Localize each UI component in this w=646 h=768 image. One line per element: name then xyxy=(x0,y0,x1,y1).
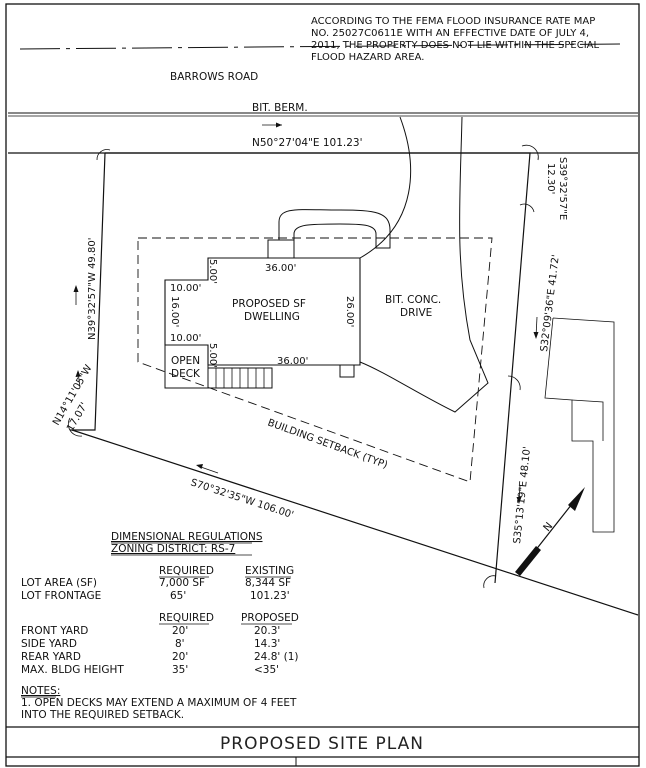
property-line-south xyxy=(71,429,639,616)
corner-arc-se xyxy=(483,575,497,589)
road-centerline xyxy=(19,43,621,50)
driveway xyxy=(278,116,489,413)
dwelling-label-2: DWELLING xyxy=(244,311,300,323)
drive-label-2: DRIVE xyxy=(400,307,432,319)
note-line-2: INTO THE REQUIRED SETBACK. xyxy=(21,709,184,721)
north-arrow-label: N xyxy=(541,520,555,534)
deck-label-2: DECK xyxy=(171,368,201,380)
berm-label: BIT. BERM. xyxy=(252,102,308,114)
row-front-yard-proposed: 20.3' xyxy=(254,625,280,637)
fema-note-line-3: 2011, THE PROPERTY DOES NOT LIE WITHIN T… xyxy=(311,40,599,51)
corner-arc-e2 xyxy=(507,375,521,391)
corner-arc-ne xyxy=(521,144,539,161)
dim-notch-bottom: 5.00' xyxy=(207,343,218,368)
col-proposed: PROPOSED xyxy=(241,612,299,624)
bearing-east-upper: S32°09'36"E 41.72' xyxy=(539,254,562,352)
row-frontage-existing: 101.23' xyxy=(250,590,290,602)
rear-bulkhead xyxy=(339,364,355,378)
row-frontage-label: LOT FRONTAGE xyxy=(21,590,101,602)
dim-bottom: 36.00' xyxy=(277,356,308,367)
row-frontage-required: 65' xyxy=(170,590,186,602)
row-lot-area-required: 7,000 SF xyxy=(159,577,205,589)
dim-top: 36.00' xyxy=(265,263,296,274)
row-height-label: MAX. BLDG HEIGHT xyxy=(21,664,124,676)
row-height-required: 35' xyxy=(172,664,188,676)
bearing-north-line: N50°27'04"E 101.23' xyxy=(252,137,363,149)
dim-notch-left-top: 10.00' xyxy=(170,283,201,294)
regulations-heading: DIMENSIONAL REGULATIONS xyxy=(111,531,263,543)
fema-note-line-2: NO. 25027C0611E WITH AN EFFECTIVE DATE O… xyxy=(311,28,589,39)
row-height-proposed: <35' xyxy=(254,664,279,676)
row-lot-area-existing: 8,344 SF xyxy=(245,577,291,589)
abutting-building-ell xyxy=(571,399,604,441)
dim-notch-left-bottom: 10.00' xyxy=(170,333,201,344)
col-required-2: REQUIRED xyxy=(159,612,214,624)
north-arrow-icon xyxy=(515,487,585,576)
note-line-1: 1. OPEN DECKS MAY EXTEND A MAXIMUM OF 4 … xyxy=(21,697,297,709)
sheet-border xyxy=(5,3,640,767)
east-upper-arrow-head xyxy=(533,332,539,339)
road-name: BARROWS ROAD xyxy=(170,71,258,83)
row-lot-area-label: LOT AREA (SF) xyxy=(21,577,97,589)
row-side-yard-required: 8' xyxy=(175,638,185,650)
open-deck xyxy=(164,344,209,389)
bearing-east-lower: S35°13'19"E 48.10' xyxy=(512,446,533,544)
bearing-ne-short-dist: 12.30' xyxy=(545,163,556,194)
dim-notch-top: 5.00' xyxy=(207,259,218,284)
col-required-1: REQUIRED xyxy=(159,565,214,577)
garage-stoop xyxy=(267,239,295,259)
col-existing: EXISTING xyxy=(245,565,294,577)
row-rear-yard-proposed: 24.8' (1) xyxy=(254,651,298,663)
dwelling-label-1: PROPOSED SF xyxy=(232,298,306,310)
west-arrow-head xyxy=(73,285,79,292)
abutting-building xyxy=(544,317,615,533)
corner-arc-sw xyxy=(67,417,83,437)
deck-stairs xyxy=(207,367,273,389)
deck-label-1: OPEN xyxy=(171,355,200,367)
drawing-title: PROPOSED SITE PLAN xyxy=(220,734,424,754)
row-side-yard-proposed: 14.3' xyxy=(254,638,280,650)
property-line-east xyxy=(105,152,531,584)
zoning-district: ZONING DISTRICT: RS-7 xyxy=(111,543,235,555)
row-front-yard-required: 20' xyxy=(172,625,188,637)
corner-arc-e1 xyxy=(519,203,535,213)
row-rear-yard-required: 20' xyxy=(172,651,188,663)
setback-label: BUILDING SETBACK (TYP) xyxy=(266,417,389,471)
row-side-yard-label: SIDE YARD xyxy=(21,638,77,650)
dim-right: 26.00' xyxy=(344,296,355,327)
bearing-ne-short: S39°32'57"E xyxy=(557,157,568,220)
dim-left: 16.00' xyxy=(169,296,180,327)
dimensional-regulations: DIMENSIONAL REGULATIONS ZONING DISTRICT:… xyxy=(21,531,299,676)
east-lower-arrow-head xyxy=(516,497,522,504)
fema-note: ACCORDING TO THE FEMA FLOOD INSURANCE RA… xyxy=(311,16,599,63)
bearing-south-line: S70°32'35"W 106.00' xyxy=(189,477,295,521)
berm-arrow-head xyxy=(276,122,282,128)
row-rear-yard-label: REAR YARD xyxy=(21,651,81,663)
corner-arc-nw xyxy=(96,149,111,161)
bearing-west-upper: N39°32'57"W 49.80' xyxy=(87,238,98,340)
south-arrow-head xyxy=(196,464,203,469)
drive-label-1: BIT. CONC. xyxy=(385,294,441,306)
property-line-west xyxy=(70,152,106,431)
notes-heading: NOTES: xyxy=(21,685,60,697)
row-front-yard-label: FRONT YARD xyxy=(21,625,88,637)
notes: NOTES: 1. OPEN DECKS MAY EXTEND A MAXIMU… xyxy=(21,685,297,721)
fema-note-line-1: ACCORDING TO THE FEMA FLOOD INSURANCE RA… xyxy=(311,16,595,27)
fema-note-line-4: FLOOD HAZARD AREA. xyxy=(311,52,424,63)
west-lower-arrow-head xyxy=(75,370,81,377)
